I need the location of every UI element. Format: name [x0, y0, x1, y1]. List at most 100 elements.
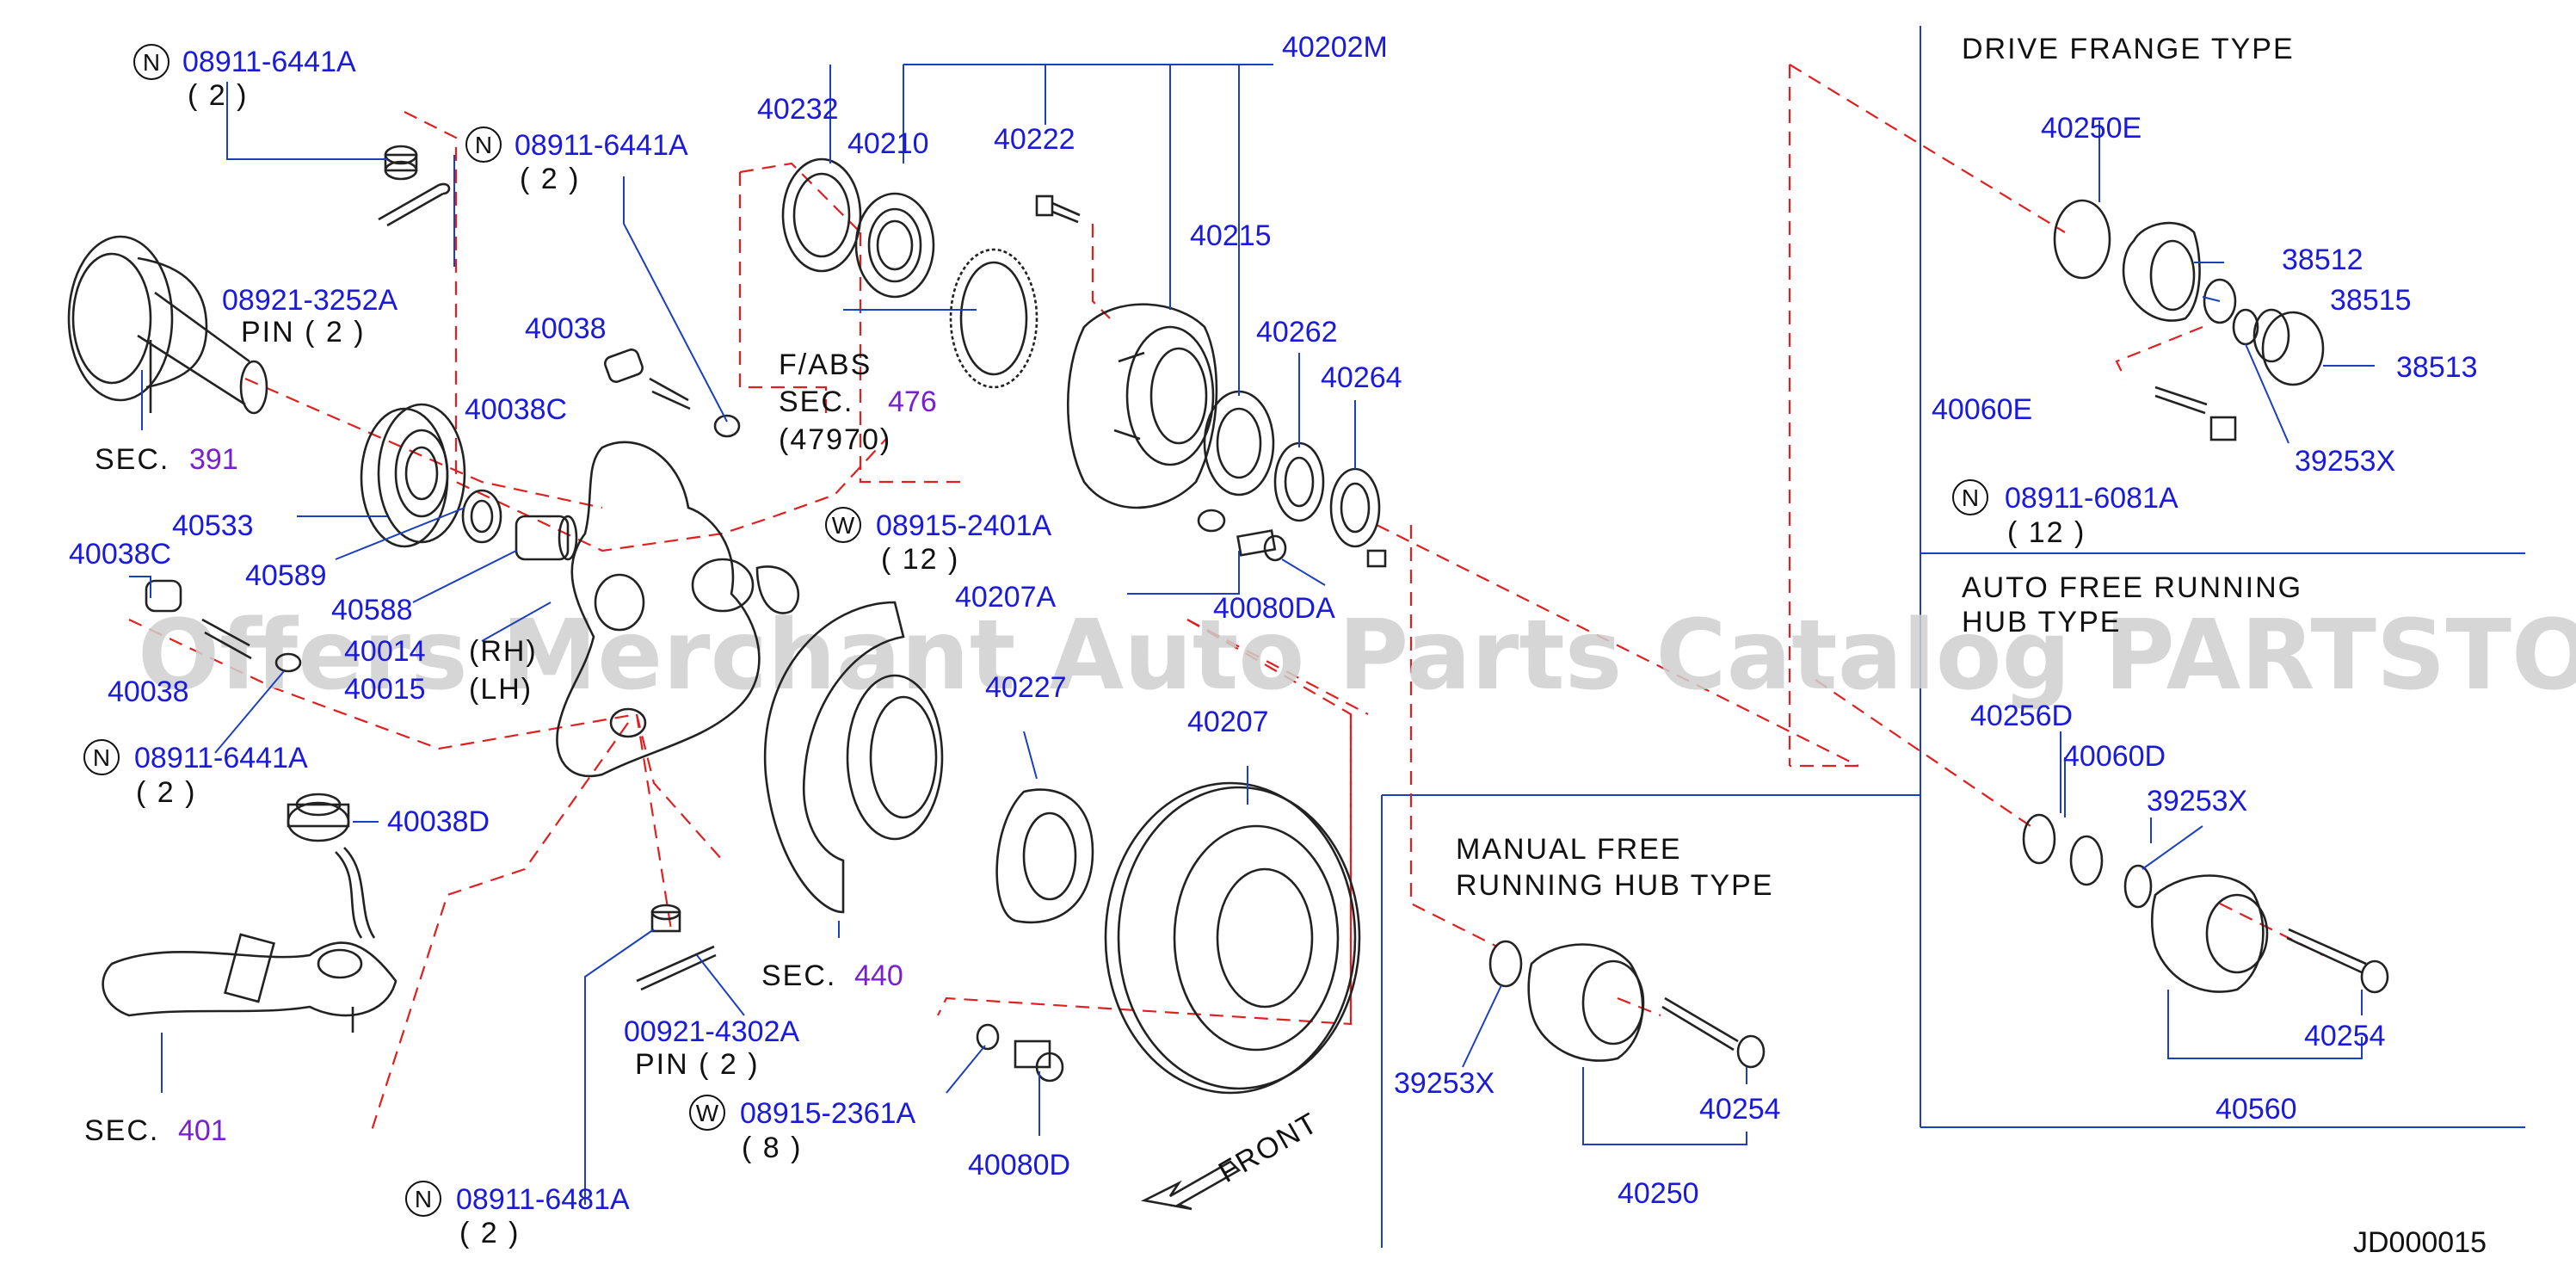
part-washer-40262 [1273, 441, 1325, 522]
part-bolt-40080D [1014, 1039, 1064, 1083]
label-39253X-3: 39253X [1394, 1067, 1494, 1100]
label-sec-391: SEC. [95, 443, 169, 476]
label-fabs: F/ABS [779, 349, 872, 381]
label-40589: 40589 [245, 559, 327, 592]
label-40264: 40264 [1321, 361, 1402, 394]
part-bolt-40080DA [1236, 529, 1387, 568]
part-bolt-40254-a [2286, 928, 2389, 994]
label-40014: 40014 [344, 635, 426, 668]
label-40560: 40560 [2215, 1093, 2297, 1126]
label-qty-3: ( 2 ) [136, 776, 196, 809]
label-40256D: 40256D [1970, 700, 2073, 732]
part-washer-08915-2361A [976, 1023, 1000, 1051]
part-manual-hub-40250 [1527, 943, 1645, 1062]
label-40060E: 40060E [1932, 393, 2032, 426]
part-inner-bearing [360, 403, 502, 548]
label-rh: (RH) [469, 635, 538, 668]
part-cotter-pin-top [378, 182, 451, 227]
svg-text:N: N [1962, 484, 1979, 511]
title-auto-free-2: HUB TYPE [1962, 606, 2121, 638]
part-bolt-40222 [1035, 194, 1081, 224]
label-40227: 40227 [985, 671, 1067, 704]
part-caliper-bracket-40227 [995, 788, 1094, 924]
label-40232: 40232 [757, 93, 839, 126]
symbol-n-5: N [1952, 479, 1988, 515]
label-08911-6441A-2: 08911-6441A [515, 129, 688, 162]
diagram-code: JD000015 [2353, 1226, 2487, 1259]
part-disc-rotor-40207 [1104, 781, 1361, 1095]
label-40250E: 40250E [2041, 112, 2142, 145]
label-47970: (47970) [779, 423, 891, 456]
part-knuckle [556, 441, 800, 778]
label-qty-8: ( 8 ) [742, 1132, 802, 1164]
label-40080DA: 40080DA [1213, 592, 1335, 625]
part-auto-hub-40560 [2150, 874, 2269, 993]
part-washer-40256D [2022, 813, 2056, 865]
svg-text:N: N [143, 49, 160, 76]
svg-text:W: W [696, 1100, 719, 1126]
label-40038: 40038 [525, 312, 607, 345]
part-lower-arm [102, 847, 397, 1033]
label-40210: 40210 [847, 127, 929, 160]
symbol-w-2: W [689, 1095, 725, 1131]
label-qty-4: ( 2 ) [459, 1217, 520, 1249]
label-lh: (LH) [469, 673, 533, 706]
label-qty-1: ( 2 ) [188, 79, 248, 112]
label-40038C: 40038C [465, 393, 567, 426]
label-pin-2: PIN ( 2 ) [635, 1048, 760, 1081]
label-qty-2: ( 2 ) [520, 163, 580, 195]
label-front: FRONT [1213, 1106, 1324, 1188]
label-40038D: 40038D [387, 805, 490, 838]
label-39253X-2: 39253X [2147, 785, 2247, 817]
label-08921-3252A: 08921-3252A [222, 284, 398, 317]
part-bushing-40038C [145, 579, 302, 673]
svg-text:W: W [832, 512, 855, 539]
label-sec-401-num: 401 [178, 1114, 227, 1147]
part-lock-washer-40264 [1329, 467, 1381, 548]
part-labels: 08911-6441A ( 2 ) 08911-6441A ( 2 ) 0892… [69, 31, 2487, 1259]
label-sec-440-num: 440 [854, 959, 903, 992]
label-40207: 40207 [1187, 706, 1269, 738]
part-ball-joint-40038D [287, 793, 350, 842]
part-drive-shaft [67, 235, 268, 415]
part-bolt-40060E [2154, 386, 2208, 415]
label-pin-1: PIN ( 2 ) [241, 316, 366, 349]
label-40207A: 40207A [955, 581, 1057, 614]
title-drive-flange: DRIVE FRANGE TYPE [1962, 33, 2295, 65]
front-arrow [1140, 1160, 1242, 1211]
watermark: Offers Merchant Auto Parts Catalog PARTS… [138, 600, 2576, 712]
section-frames [1381, 26, 2525, 1248]
label-40060D: 40060D [2063, 740, 2166, 773]
label-40038C-2: 40038C [69, 538, 171, 571]
part-cap-38513 [2252, 308, 2325, 386]
part-snap-ring-39253X-b [2123, 864, 2153, 909]
part-needle-bearing [515, 515, 578, 561]
label-sec-440: SEC. [761, 959, 836, 992]
label-40588: 40588 [331, 594, 413, 626]
label-40254-1: 40254 [2304, 1020, 2386, 1052]
symbol-n-1: N [133, 44, 169, 80]
part-nut-08911-6081A [2209, 416, 2237, 441]
part-hub-40202M [1066, 303, 1218, 509]
label-08911-6441A-1: 08911-6441A [182, 46, 356, 78]
label-40250: 40250 [1618, 1177, 1699, 1210]
part-abs-rotor [949, 248, 1038, 389]
label-08911-6441A-3: 08911-6441A [134, 742, 308, 774]
part-nut-top [384, 145, 418, 181]
part-dust-cap-40250E [2053, 199, 2111, 280]
label-qty-12-1: ( 12 ) [881, 543, 959, 576]
part-cotter-pin-bottom [636, 945, 717, 991]
svg-text:N: N [475, 132, 492, 158]
symbol-n-2: N [465, 126, 502, 163]
svg-text:N: N [93, 744, 110, 771]
label-38513: 38513 [2396, 351, 2478, 384]
label-40222: 40222 [994, 123, 1075, 156]
title-auto-free-1: AUTO FREE RUNNING [1962, 571, 2302, 604]
symbol-w-1: W [825, 507, 861, 543]
title-manual-free-1: MANUAL FREE [1456, 833, 1682, 866]
label-40254-2: 40254 [1699, 1093, 1781, 1126]
svg-text:N: N [415, 1186, 432, 1212]
symbol-n-4: N [405, 1181, 441, 1217]
part-washer-small [1197, 509, 1226, 533]
